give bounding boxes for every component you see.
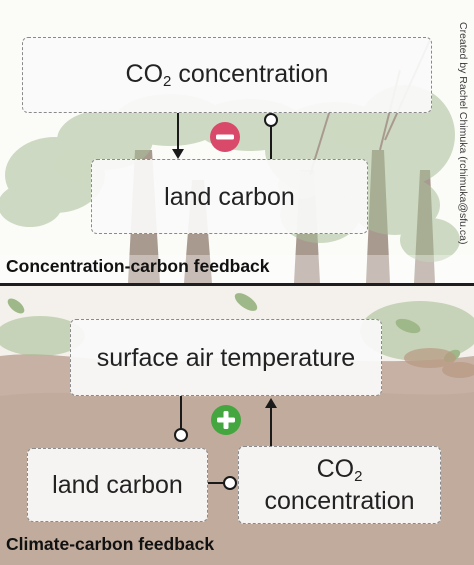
land-carbon-label-bottom: land carbon [52, 471, 183, 499]
climate-carbon-caption: Climate-carbon feedback [6, 534, 215, 554]
arrowhead-icon [265, 398, 277, 408]
concentration-carbon-caption: Concentration-carbon feedback [6, 256, 270, 276]
co2-concentration-box: CO2 concentration [22, 37, 432, 113]
negative-feedback-icon [210, 122, 240, 152]
inhibit-circle-icon [223, 476, 237, 490]
co2-concentration-label: CO2 concentration [125, 60, 329, 90]
inhibit-circle-icon [174, 428, 188, 442]
panel-divider [0, 283, 474, 286]
land-carbon-box: land carbon [91, 159, 368, 234]
concentration-feedback-links [172, 113, 278, 159]
author-credit: Created by Rachel Chimuka (rchimuka@sfu.… [457, 22, 469, 245]
land-carbon-label: land carbon [164, 182, 295, 211]
surface-air-temperature-box: surface air temperature [70, 319, 382, 396]
arrowhead-icon [172, 149, 184, 159]
climate-feedback-links [174, 396, 277, 490]
concentration-carbon-panel: CO2 concentration land carbon Concentrat… [0, 37, 460, 283]
positive-feedback-icon [211, 405, 241, 435]
land-carbon-box-bottom: land carbon [27, 448, 208, 522]
inhibit-circle-icon [264, 113, 278, 127]
surface-air-temperature-label: surface air temperature [96, 343, 356, 372]
